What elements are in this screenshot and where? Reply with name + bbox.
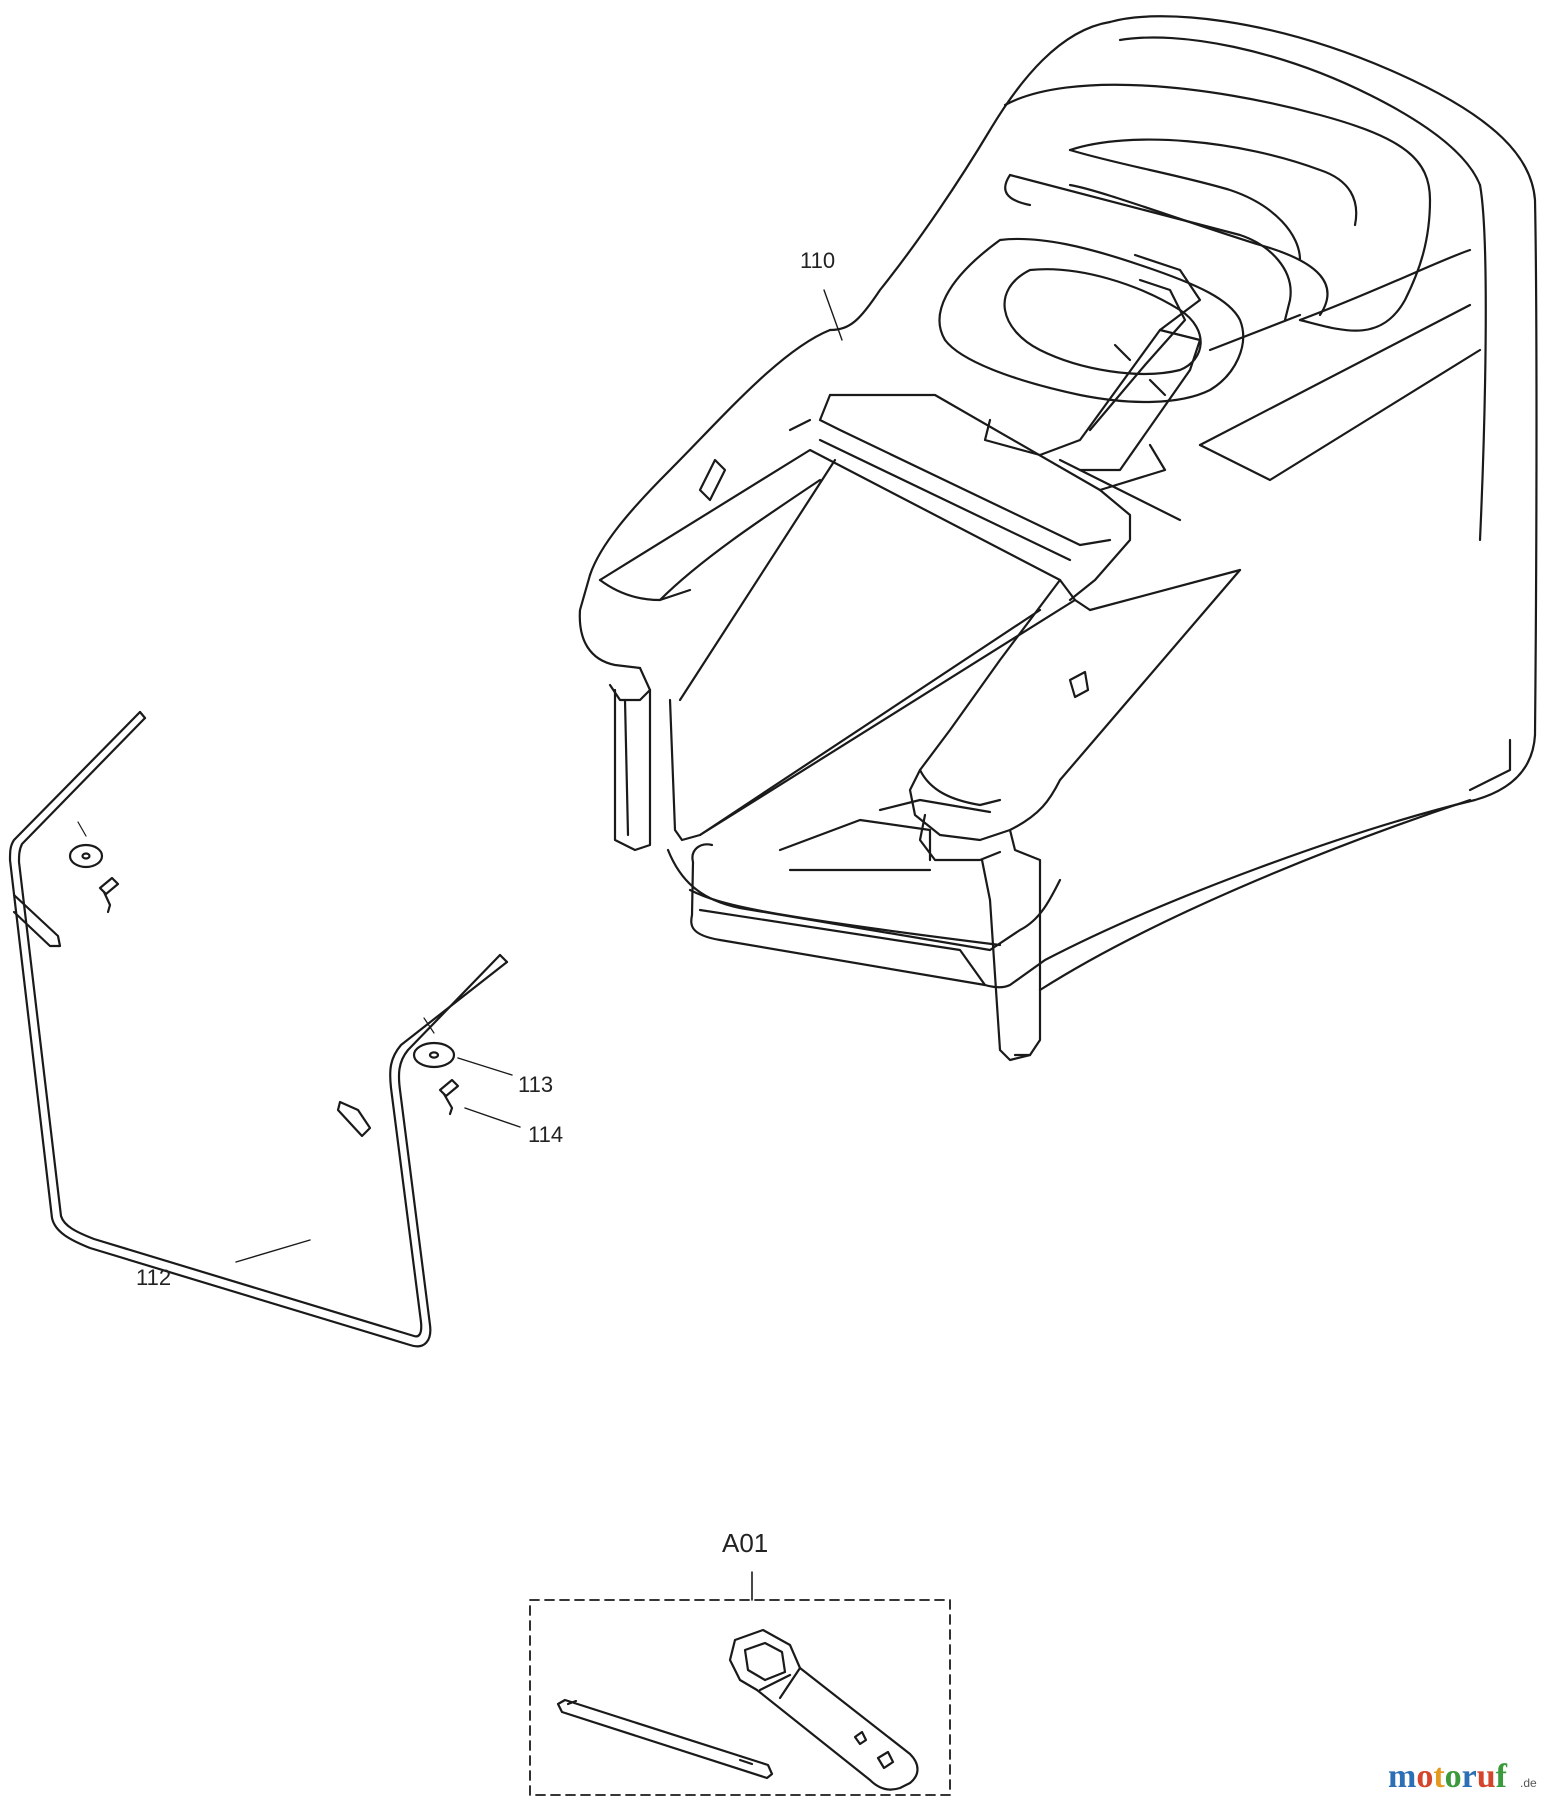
tool-kit-a01 xyxy=(529,1571,951,1796)
washer-113 xyxy=(412,1017,456,1069)
leader-line-113 xyxy=(457,1057,513,1076)
catcher-frame-rod xyxy=(8,710,509,1348)
leader-line-110 xyxy=(823,289,843,341)
grass-catcher-bag xyxy=(578,15,1538,1062)
watermark-suffix: .de xyxy=(1520,1776,1537,1790)
washer-upper xyxy=(68,821,104,869)
screw-114 xyxy=(438,1078,460,1116)
callout-112: 112 xyxy=(136,1265,171,1290)
wm-letter-m: m xyxy=(1388,1758,1416,1795)
callout-110: 110 xyxy=(800,248,835,273)
callout-113: 113 xyxy=(518,1072,553,1097)
leader-line-114 xyxy=(464,1107,521,1128)
kit-label-a01: A01 xyxy=(722,1528,768,1558)
svg-text:motoruf: motoruf xyxy=(1388,1758,1508,1795)
screw-upper xyxy=(98,876,120,914)
watermark-logo: motoruf .de xyxy=(1388,1758,1537,1795)
leader-line-112 xyxy=(235,1239,311,1263)
callout-114: 114 xyxy=(528,1122,563,1147)
kit-box xyxy=(529,1599,951,1796)
